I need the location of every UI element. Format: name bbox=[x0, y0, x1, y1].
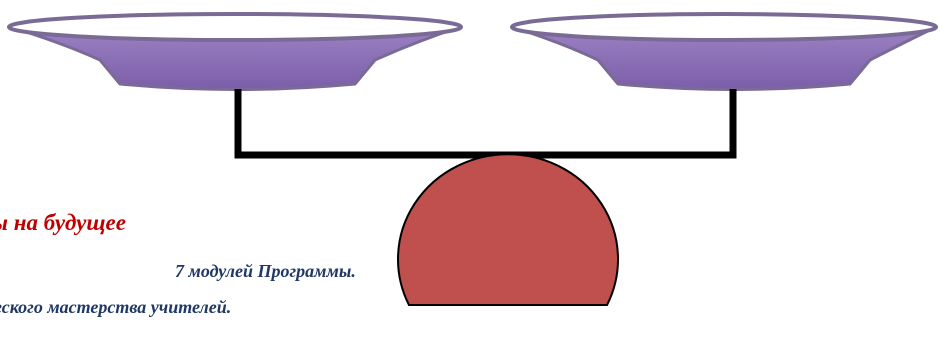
teacher-mastery-text: еского мастерства учителей. bbox=[0, 298, 231, 316]
scale-beam bbox=[238, 89, 733, 155]
heading-future-text: ы на будущее bbox=[0, 211, 126, 234]
program-modules-text: 7 модулей Программы. bbox=[175, 262, 356, 280]
right-scale-pan bbox=[512, 14, 936, 90]
scale-weight-circle bbox=[398, 154, 618, 305]
left-scale-pan bbox=[9, 14, 461, 90]
